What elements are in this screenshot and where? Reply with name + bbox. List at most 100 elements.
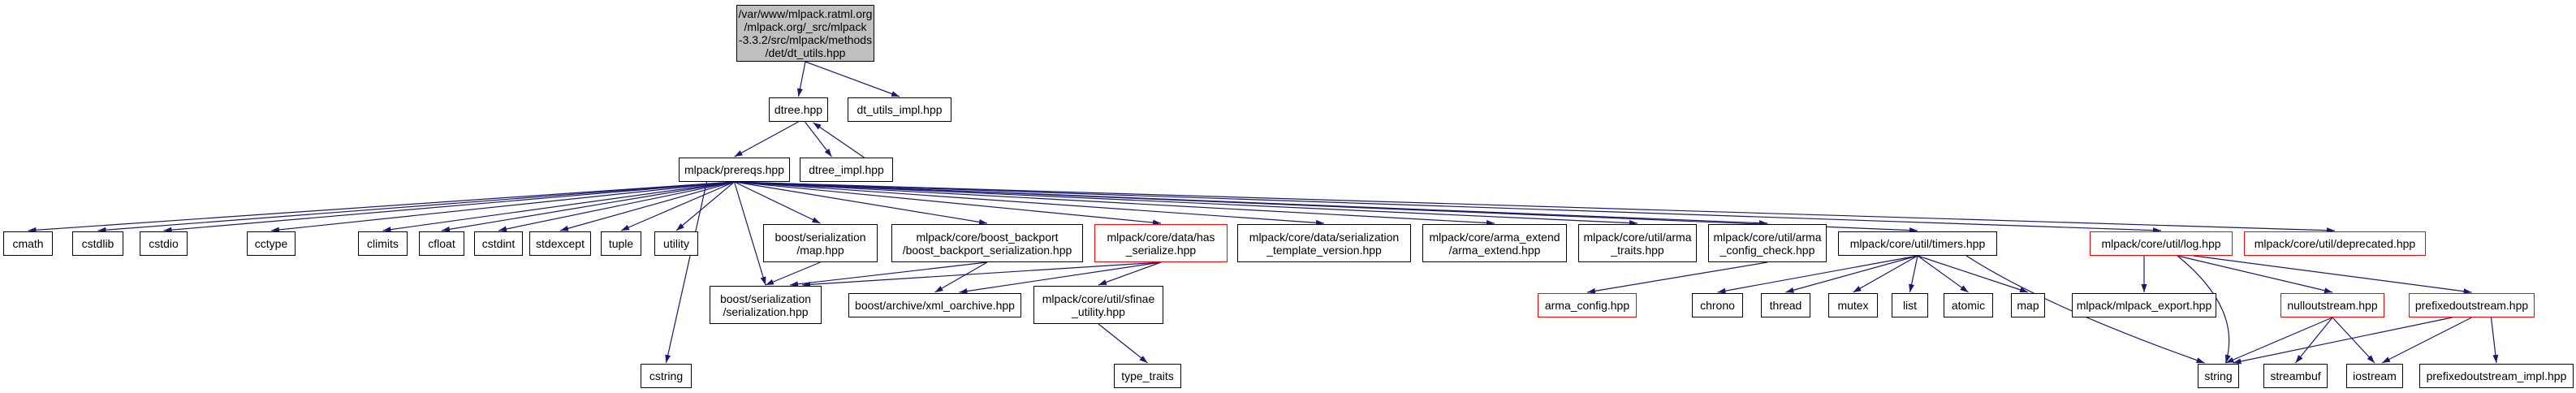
- graph-node-chrono: chrono: [1692, 293, 1743, 317]
- graph-node-label: _config_check.hpp: [1719, 243, 1815, 257]
- graph-node-label: arma_config.hpp: [1544, 299, 1630, 312]
- graph-node-label: tuple: [608, 237, 634, 250]
- graph-node-dt_utils: /var/www/mlpack.ratml.org/mlpack.org/_sr…: [736, 5, 874, 62]
- graph-node-label: type_traits: [1121, 369, 1174, 382]
- edge-prereqs-to-serialization: [733, 181, 766, 286]
- graph-node-timers[interactable]: mlpack/core/util/timers.hpp: [1838, 231, 1997, 256]
- graph-node-dtree_impl[interactable]: dtree_impl.hpp: [800, 158, 893, 182]
- graph-node-nulloutstream[interactable]: nulloutstream.hpp: [2280, 293, 2384, 317]
- edge-prereqs-to-cfloat: [441, 181, 735, 232]
- edge-dt_utils-to-dtree: [797, 61, 806, 97]
- edge-has_serialize-to-xml_oarchive: [959, 261, 1162, 294]
- graph-node-arma_config_check[interactable]: mlpack/core/util/arma_config_check.hpp: [1708, 224, 1827, 262]
- graph-node-label: map: [2017, 299, 2039, 312]
- edge-prereqs-to-cstdint: [498, 181, 735, 232]
- edge-timers-to-string: [1965, 255, 2205, 364]
- graph-node-label: _utility.hpp: [1072, 304, 1125, 318]
- edge-timers-to-chrono: [1717, 255, 1918, 294]
- edge-prereqs-to-has_serialize: [734, 181, 1162, 226]
- graph-node-label: prefixedoutstream_impl.hpp: [2426, 369, 2567, 382]
- edge-log-to-prefixedoutstream: [2193, 255, 2472, 295]
- graph-node-arma_config[interactable]: arma_config.hpp: [1538, 293, 1637, 317]
- graph-node-label: string: [2204, 369, 2233, 382]
- graph-node-label: boost/archive/xml_oarchive.hpp: [855, 299, 1015, 312]
- edge-nulloutstream-to-streambuf: [2295, 317, 2333, 364]
- edge-timers-to-list: [1909, 255, 1918, 293]
- graph-node-label: streambuf: [2270, 369, 2321, 382]
- edges: [28, 61, 2499, 365]
- edge-timers-to-atomic: [1917, 255, 1969, 293]
- graph-node-label: /det/dt_utils.hpp: [765, 46, 846, 59]
- graph-node-string: string: [2198, 364, 2239, 388]
- edge-prefixedoutstream-to-string: [2233, 317, 2453, 365]
- graph-node-label: mlpack/core/util/arma: [1713, 230, 1822, 244]
- graph-node-label: stdexcept: [536, 237, 585, 250]
- graph-node-prefixedoutstream_impl[interactable]: prefixedoutstream_impl.hpp: [2419, 364, 2574, 388]
- edge-prereqs-to-deprecated: [734, 181, 2336, 234]
- edge-prereqs-to-boost_backport: [734, 181, 988, 225]
- graph-node-deprecated[interactable]: mlpack/core/util/deprecated.hpp: [2244, 231, 2426, 256]
- graph-node-prereqs[interactable]: mlpack/prereqs.hpp: [679, 158, 790, 182]
- graph-node-streambuf: streambuf: [2263, 364, 2328, 388]
- graph-node-cstdlib: cstdlib: [72, 231, 123, 256]
- graph-node-label: chrono: [1700, 299, 1735, 312]
- edge-arma_config_check-to-arma_config: [1586, 261, 1768, 294]
- graph-node-list: list: [1892, 293, 1928, 317]
- edge-ser_map-to-serialization: [765, 261, 821, 286]
- edge-prereqs-to-arma_traits: [734, 181, 1638, 227]
- graph-node-xml_oarchive: boost/archive/xml_oarchive.hpp: [848, 293, 1021, 317]
- graph-node-dtree[interactable]: dtree.hpp: [769, 97, 828, 122]
- graph-node-sfinae[interactable]: mlpack/core/util/sfinae_utility.hpp: [1033, 286, 1163, 324]
- edge-dt_utils-to-dt_utils_impl: [805, 61, 900, 97]
- edge-timers-to-mutex: [1853, 255, 1918, 293]
- graph-node-dt_utils_impl[interactable]: dt_utils_impl.hpp: [848, 97, 951, 122]
- graph-node-label: /boost_backport_serialization.hpp: [902, 243, 1072, 257]
- graph-node-label: mlpack/core/data/has: [1107, 230, 1215, 244]
- graph-node-label: dtree.hpp: [774, 103, 823, 116]
- edge-prereqs-to-cstdlib: [97, 181, 735, 233]
- graph-node-atomic: atomic: [1944, 293, 1993, 317]
- graph-node-boost_backport[interactable]: mlpack/core/boost_backport/boost_backpor…: [891, 224, 1083, 262]
- edge-has_serialize-to-sfinae: [1098, 261, 1162, 286]
- graph-node-has_serialize[interactable]: mlpack/core/data/has_serialize.hpp: [1094, 224, 1228, 262]
- graph-node-stdexcept: stdexcept: [529, 231, 591, 256]
- edge-has_serialize-to-serialization: [801, 261, 1162, 287]
- graph-node-utility: utility: [654, 231, 698, 256]
- graph-node-label: climits: [367, 237, 399, 250]
- edge-sfinae-to-type_traits: [1098, 323, 1148, 364]
- graph-node-arma_traits[interactable]: mlpack/core/util/arma_traits.hpp: [1578, 224, 1697, 262]
- graph-node-label: mlpack/core/boost_backport: [916, 230, 1059, 244]
- graph-node-thread: thread: [1761, 293, 1810, 317]
- graph-node-label: /mlpack.org/_src/mlpack: [744, 20, 867, 33]
- edge-boost_backport-to-serialization: [789, 261, 988, 287]
- graph-node-label: boost/serialization: [719, 292, 812, 305]
- edge-prereqs-to-cmath: [28, 181, 735, 233]
- graph-node-ser_template_version[interactable]: mlpack/core/data/serialization_template_…: [1237, 224, 1411, 262]
- graph-node-label: /map.hpp: [796, 243, 844, 257]
- graph-node-label: _traits.hpp: [1611, 243, 1664, 257]
- graph-node-arma_extend[interactable]: mlpack/core/arma_extend/arma_extend.hpp: [1422, 224, 1567, 262]
- edge-prereqs-to-log: [734, 181, 2162, 234]
- graph-node-label: utility: [663, 237, 689, 250]
- edge-prereqs-to-cstring: [665, 181, 708, 364]
- edge-prefixedoutstream-to-prefixedoutstream_impl: [2490, 317, 2499, 364]
- graph-node-label: cstdio: [149, 237, 179, 250]
- graph-node-cstdio: cstdio: [140, 231, 188, 256]
- graph-node-log[interactable]: mlpack/core/util/log.hpp: [2090, 231, 2233, 256]
- edge-dtree_impl-to-dtree: [813, 122, 865, 158]
- edge-timers-to-thread: [1785, 255, 1918, 293]
- graph-node-mlpack_export[interactable]: mlpack/mlpack_export.hpp: [2072, 293, 2216, 317]
- edge-prereqs-to-ser_map: [734, 181, 821, 224]
- graph-node-prefixedoutstream[interactable]: prefixedoutstream.hpp: [2409, 293, 2535, 317]
- graph-node-label: atomic: [1951, 299, 1986, 312]
- graph-node-label: mlpack/core/util/log.hpp: [2101, 237, 2221, 250]
- graph-node-label: dt_utils_impl.hpp: [857, 103, 943, 116]
- graph-node-tuple: tuple: [601, 231, 641, 256]
- edge-prefixedoutstream-to-iostream: [2381, 317, 2472, 364]
- graph-node-label: /arma_extend.hpp: [1448, 243, 1541, 257]
- graph-node-label: mlpack/core/util/arma: [1583, 230, 1692, 244]
- graph-node-label: mlpack/core/arma_extend: [1429, 230, 1560, 244]
- edge-nulloutstream-to-string: [2225, 317, 2333, 364]
- graph-node-label: /var/www/mlpack.ratml.org: [738, 7, 873, 20]
